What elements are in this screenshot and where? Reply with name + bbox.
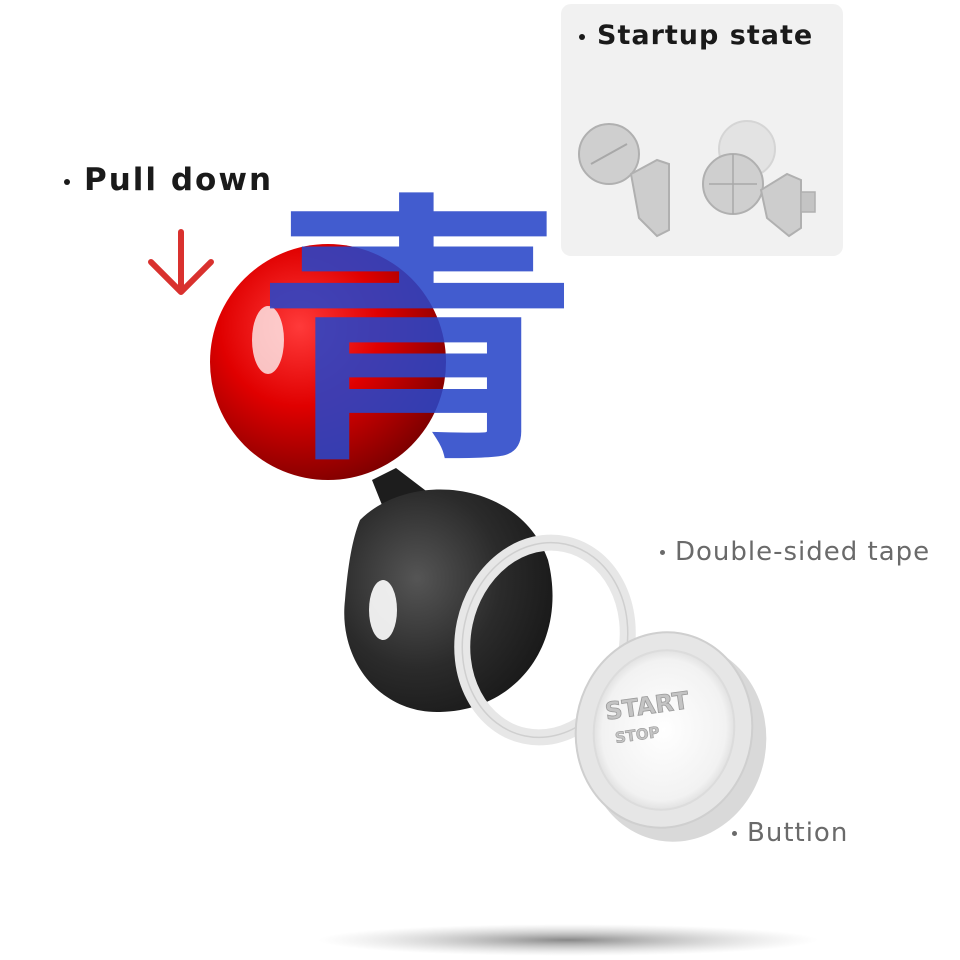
bullet-dot [660,550,665,555]
double-sided-tape-text: Double-sided tape [675,537,931,567]
startup-state-title: Startup state [579,20,813,51]
arrow-down-icon [148,229,214,295]
startup-state-panel: Startup state [561,4,843,256]
pull-down-label: Pull down [64,162,273,198]
pull-down-text: Pull down [84,162,274,198]
startup-state-text: Startup state [597,20,814,51]
startup-knob-ghost [702,120,816,238]
red-ball-knob [210,244,446,480]
dome-highlight [369,580,397,640]
bullet-dot [732,831,737,836]
startup-knob-pulled [578,123,670,238]
bullet-dot [579,33,585,40]
bullet-dot [64,178,70,185]
watermark-character: 青 [256,173,578,499]
ball-highlight [252,306,284,374]
button-text: Buttion [747,818,849,848]
double-sided-tape-label: Double-sided tape [660,537,930,567]
black-dome-housing [344,489,553,713]
start-stop-button-part: START STOP [574,631,767,842]
floor-shadow [318,924,818,956]
button-label: Buttion [732,818,848,848]
startup-state-diagram [578,120,816,238]
